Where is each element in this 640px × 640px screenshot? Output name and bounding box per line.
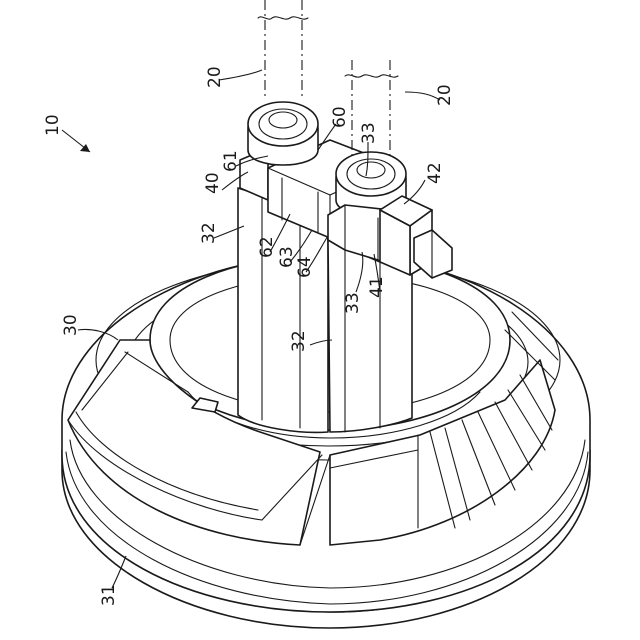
label-tube-32-left: 32	[199, 222, 219, 244]
label-cover-side-62: 62	[257, 236, 277, 258]
arrow-down-right-icon	[62, 130, 90, 152]
label-cover-60: 60	[330, 106, 350, 128]
label-housing-30: 30	[61, 314, 81, 336]
label-tab-41: 41	[367, 276, 387, 298]
label-collar-33-lower: 33	[343, 292, 363, 314]
label-collar-33-upper: 33	[359, 122, 379, 144]
label-cover-face-63: 63	[277, 246, 297, 268]
label-cable-20-left: 20	[205, 66, 225, 88]
label-tube-32-center: 32	[289, 330, 309, 352]
label-assembly-10: 10	[43, 114, 63, 136]
label-cover-wing-61: 61	[221, 150, 241, 172]
label-terminal-42: 42	[425, 162, 445, 184]
label-cover-edge-64: 64	[295, 256, 315, 278]
label-plate-40: 40	[203, 172, 223, 194]
label-seal-ring-31: 31	[99, 584, 119, 606]
label-cable-20-right: 20	[435, 84, 455, 106]
